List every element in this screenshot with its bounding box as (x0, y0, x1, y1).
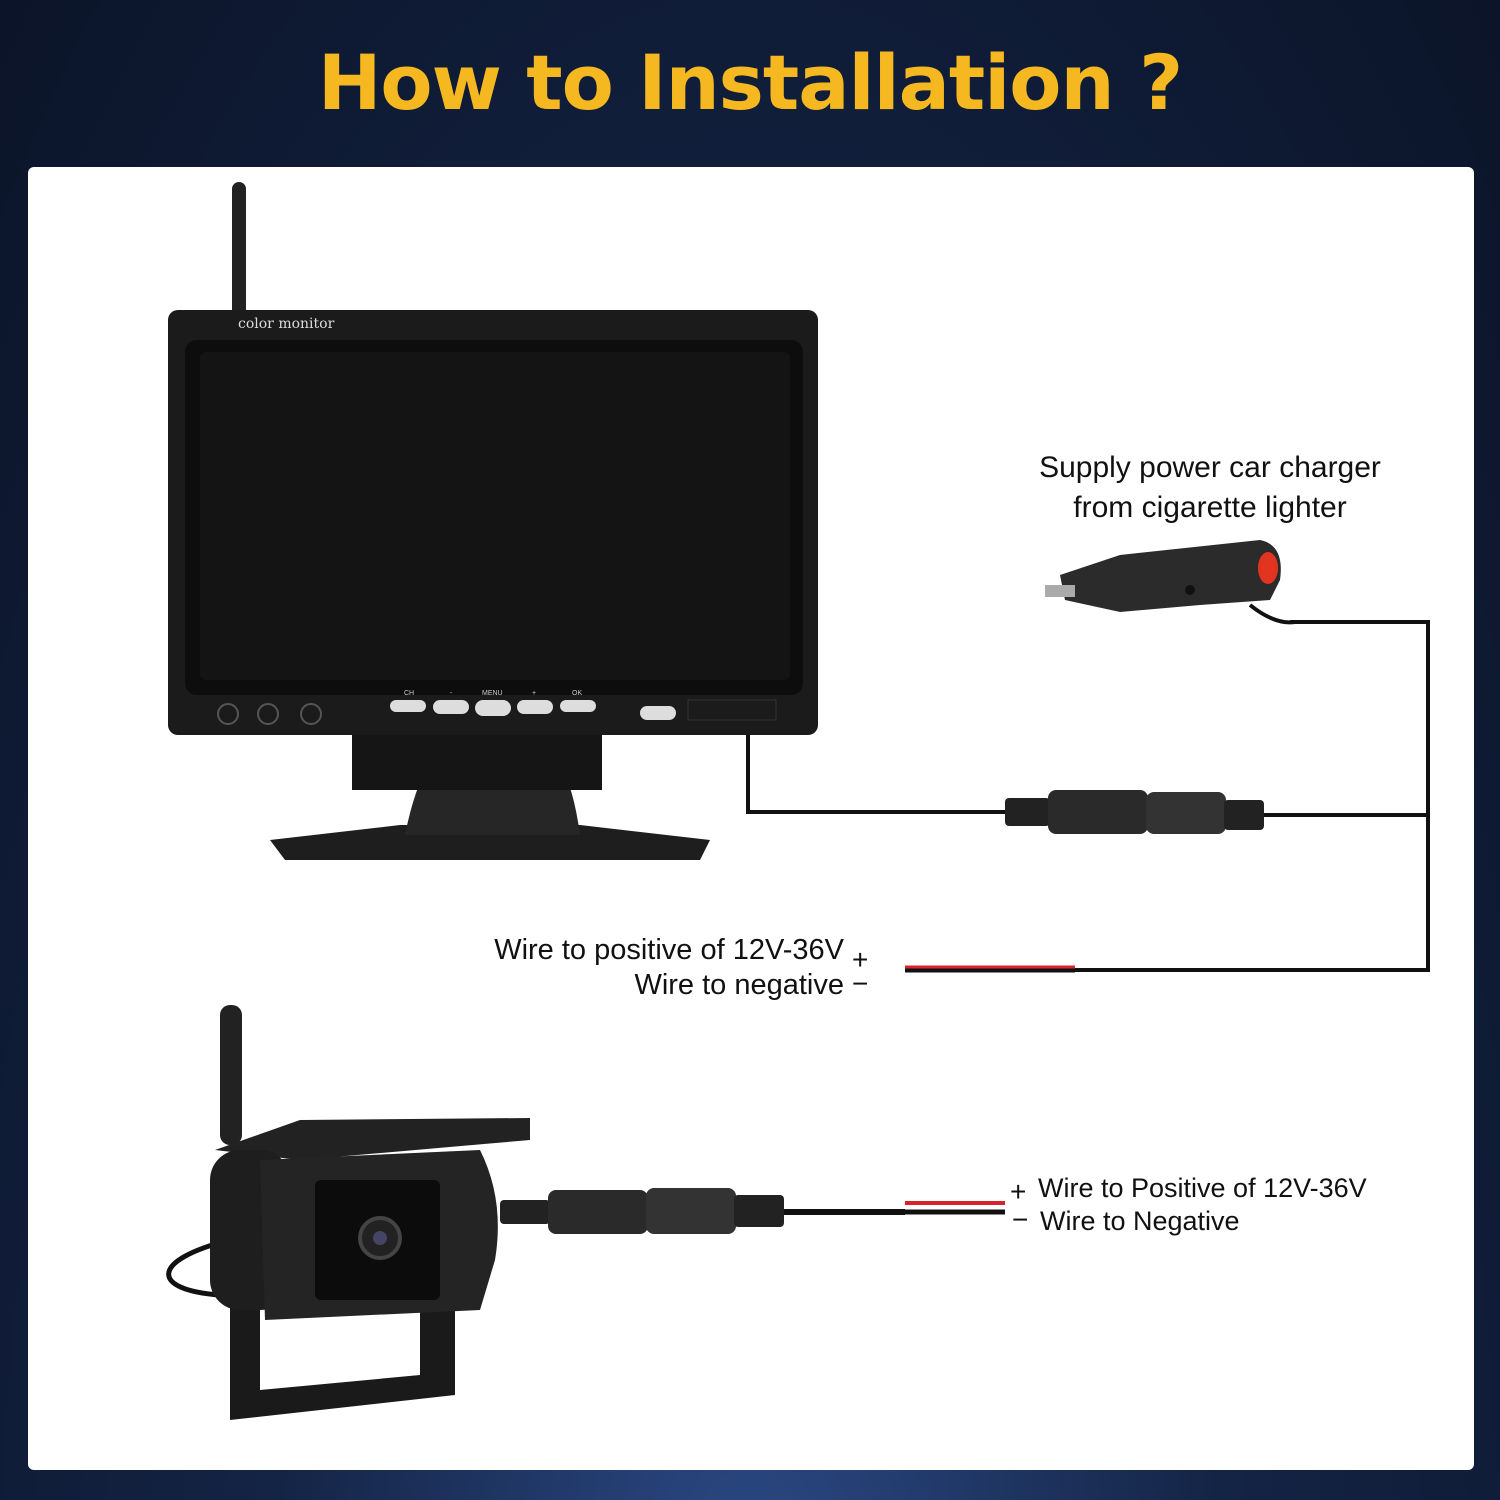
monitor-positive-label: Wire to positive of 12V-36V (494, 934, 844, 966)
antenna-cable (166, 1237, 231, 1298)
monitor-negative-label: Wire to negative (634, 969, 844, 1001)
backup-camera (210, 1005, 784, 1420)
button-label-ch: CH (404, 690, 415, 697)
monitor-plus-sign: + (852, 944, 869, 975)
charger-label-line2: from cigarette lighter (1073, 491, 1347, 524)
monitor-screen (200, 352, 790, 680)
monitor-antenna (232, 182, 246, 317)
camera-positive-label: Wire to Positive of 12V-36V (1038, 1173, 1367, 1203)
monitor-minus-sign: − (852, 968, 869, 999)
button-label-menu: MENU (482, 690, 503, 697)
charger-label-line1: Supply power car charger (1039, 451, 1381, 484)
button-label-ok: OK (572, 690, 583, 697)
charger-cable (1075, 620, 1430, 972)
connector-plug (1005, 790, 1264, 834)
camera-plus-sign: + (1010, 1176, 1027, 1207)
page-title: How to Installation ? (317, 38, 1183, 127)
charger-label: Supply power car charger from cigarette … (1000, 448, 1420, 528)
camera-negative-label: Wire to Negative (1040, 1206, 1240, 1236)
camera-minus-sign: − (1012, 1204, 1029, 1235)
monitor-base (270, 825, 710, 860)
monitor-cable (746, 735, 1010, 814)
monitor-brand-label: color monitor (238, 316, 335, 332)
camera-antenna (220, 1005, 242, 1145)
car-charger (1045, 540, 1296, 625)
button-label-plus: + (532, 690, 537, 697)
button-label-minus: - (450, 690, 453, 697)
monitor (168, 182, 818, 860)
